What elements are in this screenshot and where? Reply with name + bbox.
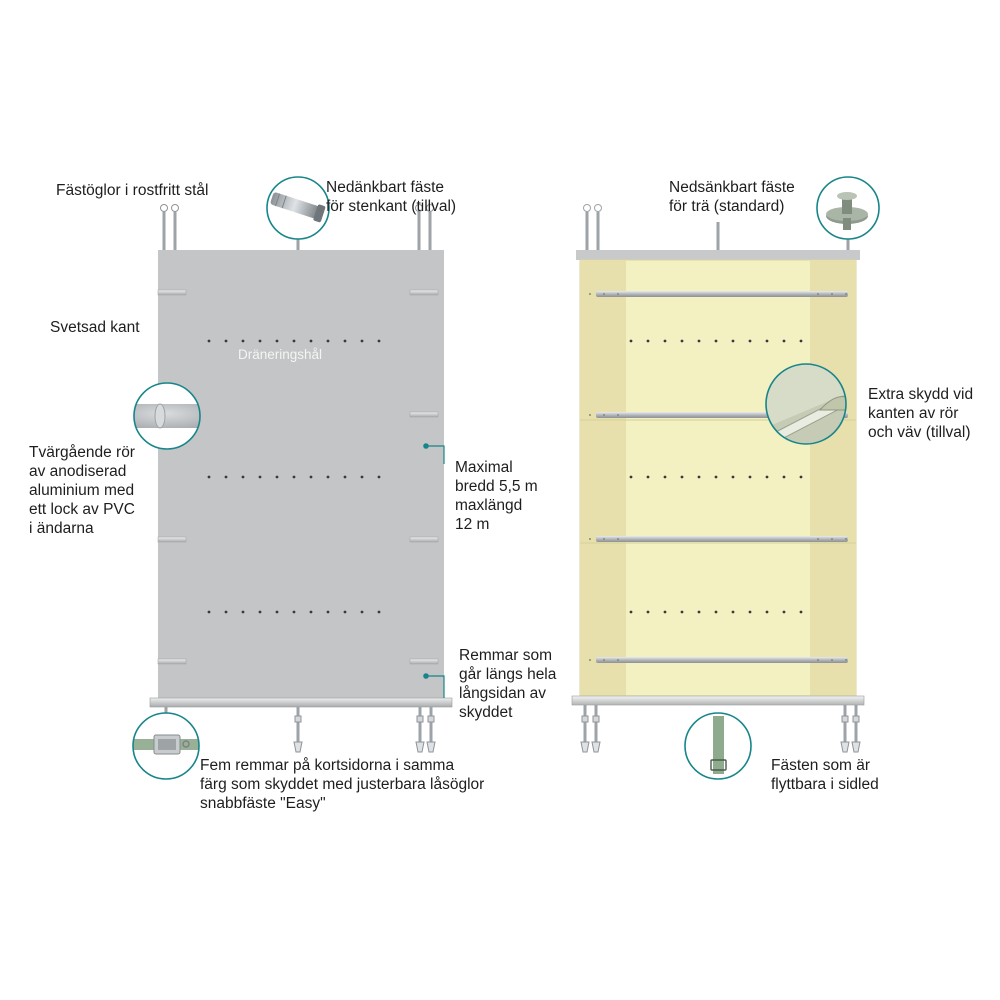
beige-left-band (580, 260, 626, 696)
stone-anchor-icon (266, 176, 330, 240)
label-short-straps: Fem remmar på kortsidorna i samma färg s… (200, 757, 485, 812)
bottom-anchors (164, 707, 436, 753)
grey-side-clips (157, 289, 439, 665)
strap-buckle-icon (132, 712, 200, 780)
pipe-cap-icon (133, 382, 201, 450)
label-drain-holes: Dräneringshål (238, 347, 323, 362)
label-wood-anchor: Nedsänkbart fäste för trä (standard) (669, 179, 795, 215)
grey-cover-bottom-bar (149, 697, 453, 708)
beige-right-band (810, 260, 856, 696)
grey-cover (149, 204, 453, 753)
beige-cover (571, 204, 865, 753)
grey-cover-panel (158, 250, 444, 700)
beige-bottom-anchors (580, 705, 861, 753)
beige-bottom-bar (571, 695, 865, 706)
grey-drain-holes (207, 339, 381, 614)
label-tubes: Tvärgående rör av anodiserad aluminium m… (29, 444, 135, 537)
label-eyelets: Fästöglor i rostfritt stål (56, 182, 209, 199)
top-eyelets (160, 204, 434, 250)
beige-top-bar (576, 250, 860, 260)
label-extra-protection: Extra skydd vid kanten av rör och väv (t… (868, 386, 974, 441)
label-stone-anchor: Nedänkbart fäste för stenkant (tillval) (326, 179, 457, 215)
beige-rivets (589, 293, 847, 661)
strap-icon (684, 712, 752, 780)
grey-callout-markers (423, 443, 445, 698)
label-welded-edge: Svetsad kant (50, 319, 140, 336)
label-movable-anchors: Fästen som är flyttbara i sidled (771, 757, 879, 793)
label-dimensions: Maximal bredd 5,5 m maxlängd 12 m (455, 459, 538, 533)
beige-drain-holes (629, 339, 803, 614)
label-side-straps: Remmar som går längs hela långsidan av s… (459, 647, 557, 721)
wood-anchor-icon (816, 176, 880, 240)
